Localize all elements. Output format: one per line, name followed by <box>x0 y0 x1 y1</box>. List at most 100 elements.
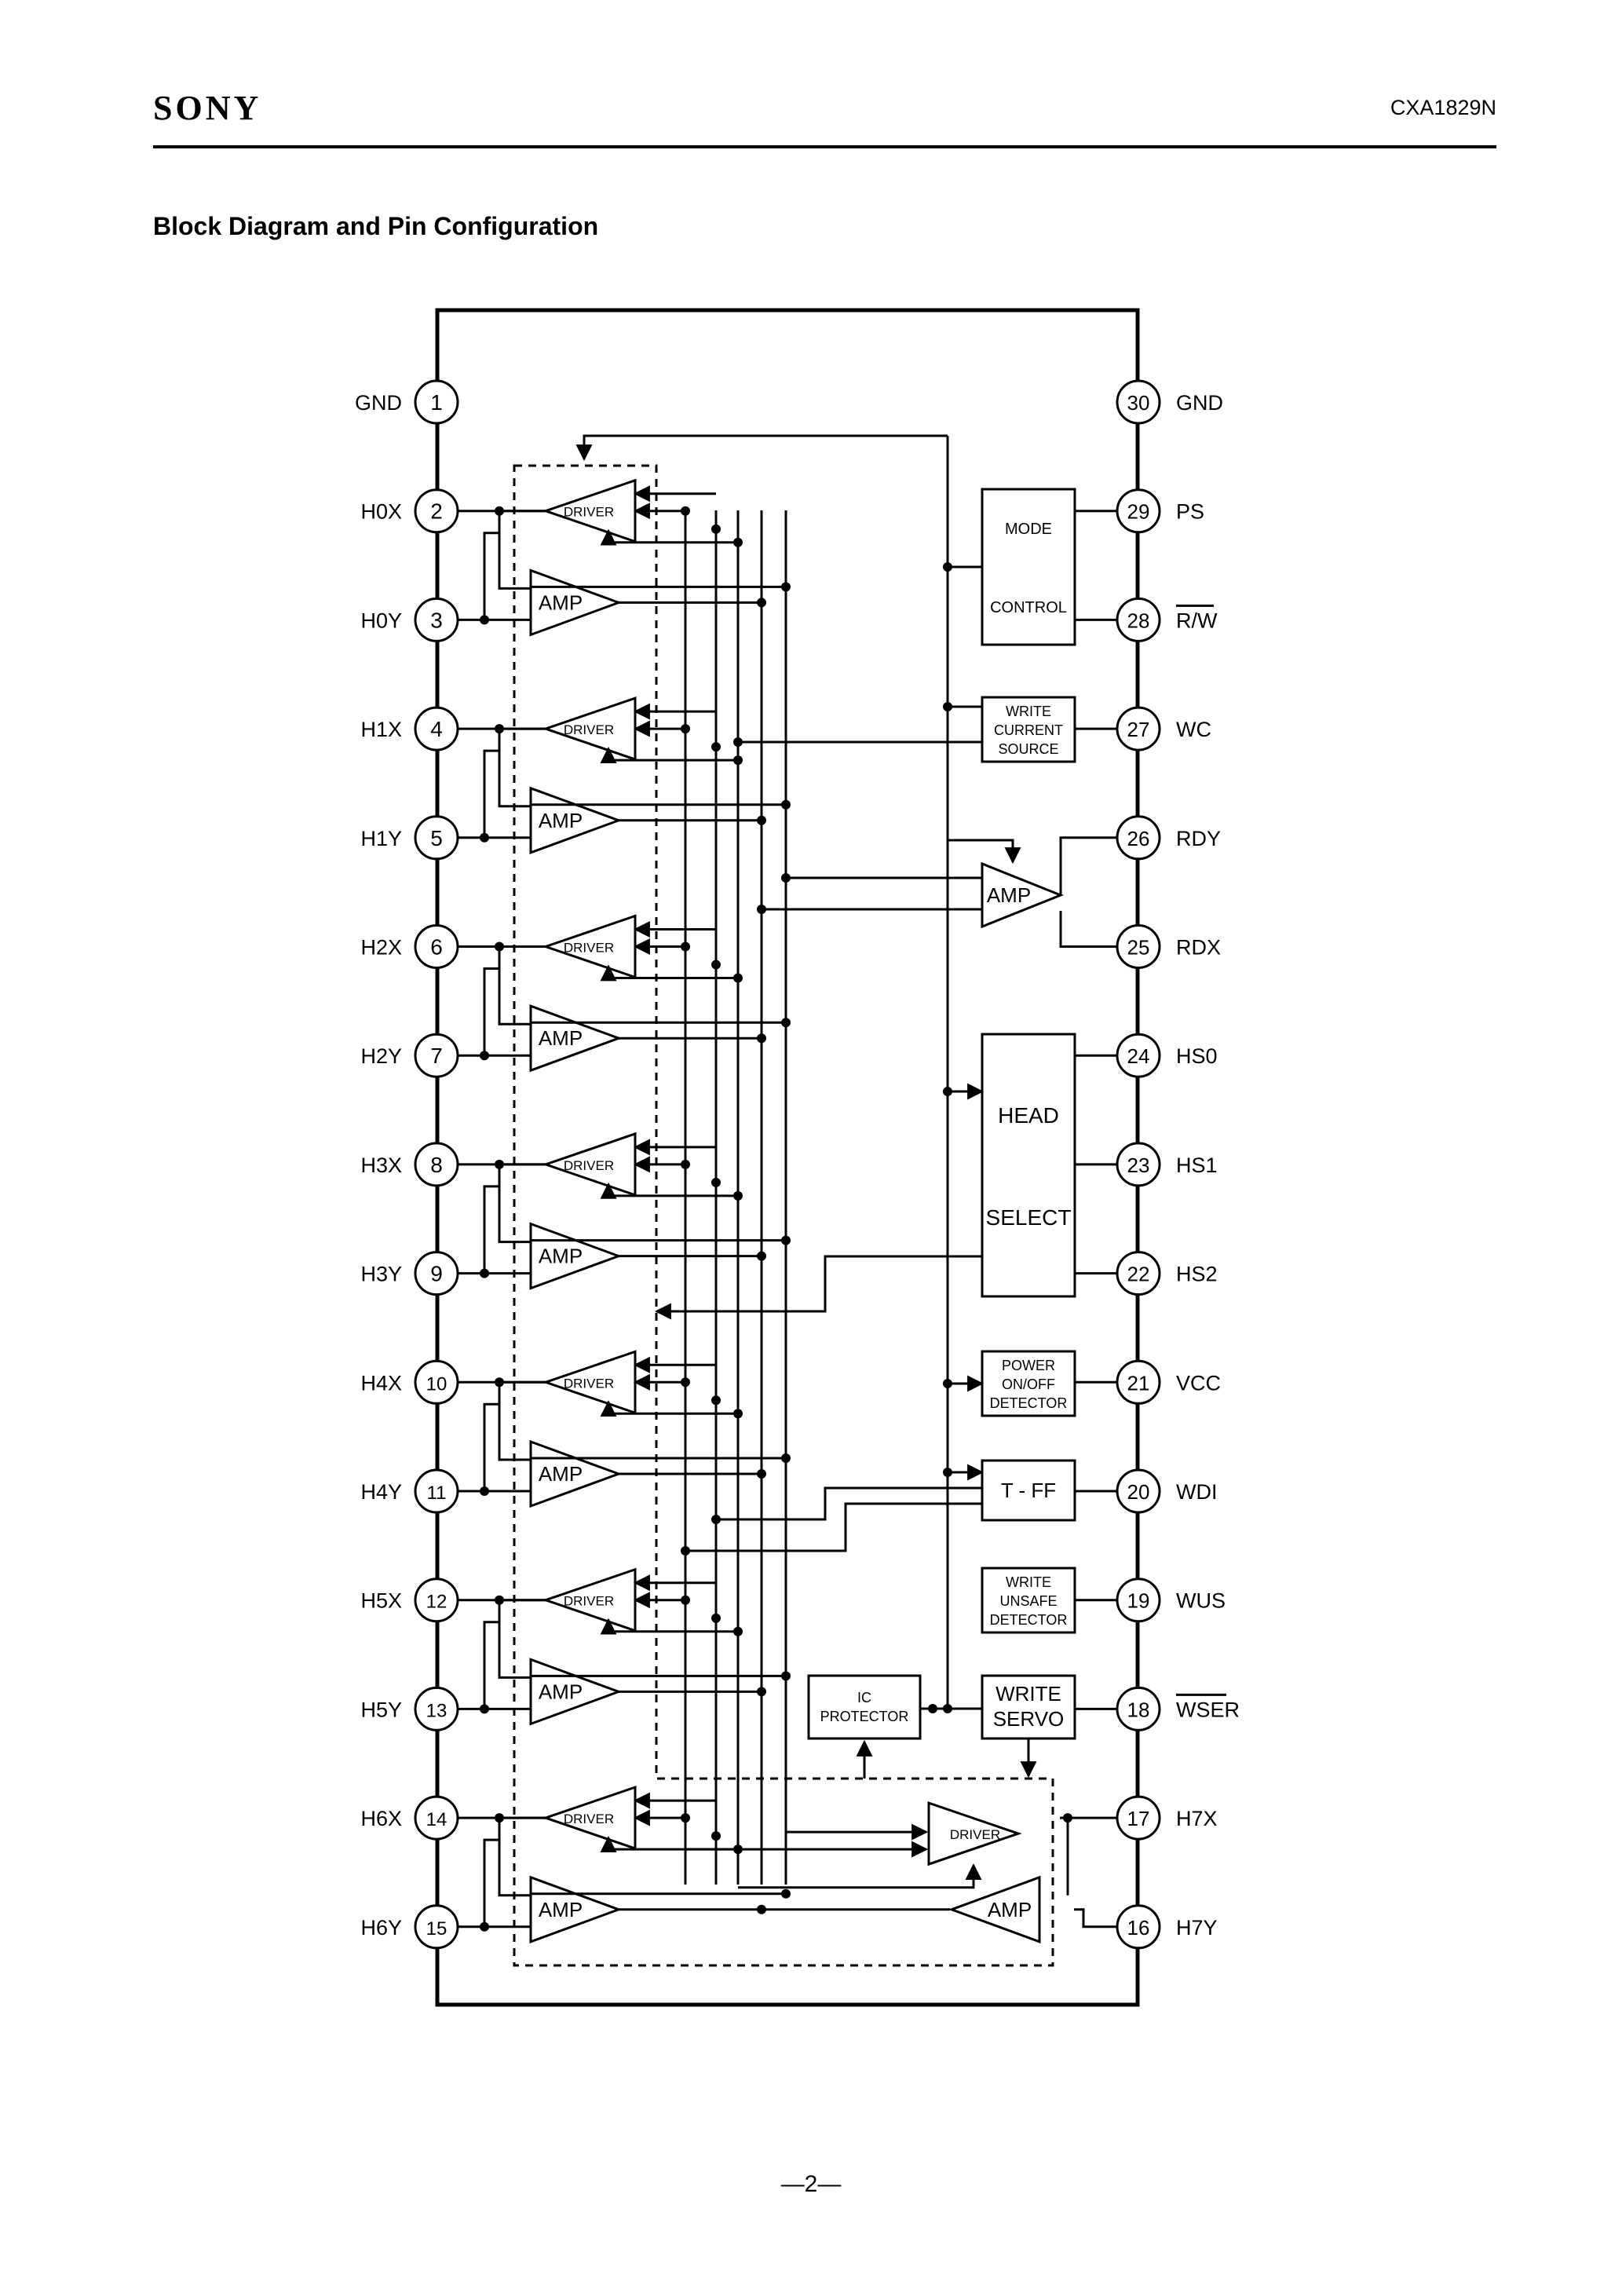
power-line-1: POWER <box>1002 1358 1055 1373</box>
control-label: CONTROL <box>990 599 1067 616</box>
junction-dot <box>711 960 721 970</box>
pin-name: H0Y <box>360 609 402 632</box>
junction-dot <box>733 1190 743 1201</box>
pin-name: GND <box>355 391 402 415</box>
feed-wire <box>483 1838 499 1927</box>
pin-name: H1X <box>360 718 402 741</box>
ic-protector-block <box>807 1674 922 1740</box>
junction-dot <box>681 1595 690 1605</box>
pin-number: 6 <box>430 935 443 960</box>
pin-name: HS2 <box>1176 1263 1218 1286</box>
junction-dot <box>711 742 721 752</box>
driver-label: DRIVER <box>564 941 614 956</box>
pin-name: H7Y <box>1176 1916 1218 1940</box>
ic-line-2: PROTECTOR <box>820 1709 909 1724</box>
write-unsafe-detector-block <box>981 1567 1076 1634</box>
control-to-drivers <box>575 434 948 462</box>
junction-dot <box>781 1018 791 1028</box>
pin-number: 14 <box>426 1809 448 1830</box>
amp-label: AMP <box>987 883 1031 907</box>
feed-wire <box>483 1185 499 1274</box>
amp-label: AMP <box>539 1026 583 1050</box>
pin-number: 12 <box>426 1592 448 1613</box>
wcs-line-3: SOURCE <box>998 741 1058 757</box>
junction-dot <box>681 724 690 734</box>
pin-name: H4X <box>360 1371 402 1395</box>
mode-control-block <box>981 488 1076 646</box>
junction-dot <box>733 755 743 766</box>
junction-dot <box>711 1177 721 1187</box>
pin-name: GND <box>1176 391 1223 415</box>
feed-wire <box>498 1164 531 1244</box>
pin-number: 28 <box>1127 609 1150 632</box>
junction-dot <box>757 1687 766 1697</box>
driver-ctrl <box>600 746 738 763</box>
driver-label: DRIVER <box>564 722 614 737</box>
pin-number: 18 <box>1127 1698 1150 1721</box>
pin-name: H4Y <box>360 1480 402 1504</box>
pin-number: 21 <box>1127 1371 1150 1395</box>
feed-wire <box>498 1818 531 1897</box>
junction-dot <box>781 582 791 592</box>
pin-number: 5 <box>430 826 443 850</box>
pin-name: VCC <box>1176 1371 1221 1395</box>
driver-label: DRIVER <box>564 505 614 520</box>
page-number: —2— <box>780 2171 842 2197</box>
pin-30 <box>1116 379 1161 425</box>
feed-wire <box>483 1402 499 1491</box>
junction-dot <box>711 1613 721 1623</box>
pin-number: 15 <box>426 1918 448 1940</box>
feed-wire <box>483 749 499 838</box>
diagram-generated-elements: 1GND2H0X3H0Y4H1X5H1Y6H2X7H2Y8H3X9H3Y10H4… <box>355 379 1240 1950</box>
block-pin-wire <box>1073 1380 1117 1384</box>
junction-dot <box>681 1813 690 1823</box>
pin-number: 20 <box>1127 1480 1150 1504</box>
write-current-source-block <box>981 696 1076 763</box>
amp-label: AMP <box>988 1898 1032 1921</box>
junction-dot <box>711 1515 721 1524</box>
junction-dot <box>757 598 766 608</box>
pin-name: RDX <box>1176 936 1221 960</box>
pin-name: H5X <box>360 1589 402 1613</box>
driver-ctrl <box>600 964 738 982</box>
select-label: SELECT <box>986 1205 1072 1230</box>
pin-number: 17 <box>1127 1807 1150 1830</box>
junction-dot <box>733 1626 743 1636</box>
pin-number: 1 <box>430 390 443 415</box>
pin-number: 25 <box>1127 936 1150 960</box>
wus-line-2: UNSAFE <box>999 1593 1057 1609</box>
junction-dot <box>781 1888 791 1899</box>
pin-number: 26 <box>1127 827 1150 850</box>
amp-label: AMP <box>539 809 583 832</box>
junction-dot <box>757 1469 766 1479</box>
pin-number: 29 <box>1127 500 1150 524</box>
pin-name: HS0 <box>1176 1044 1218 1068</box>
feed-wire <box>498 510 531 590</box>
junction-dot <box>681 1546 690 1556</box>
power-line-2: ON/OFF <box>1002 1377 1055 1392</box>
pin-number: 22 <box>1127 1263 1150 1286</box>
pin-number: 16 <box>1127 1916 1150 1940</box>
pin-name: WSER <box>1176 1698 1240 1721</box>
pin-number: 4 <box>430 717 443 741</box>
tff-output <box>716 1486 982 1521</box>
junction-dot <box>757 905 766 914</box>
amp-7 <box>948 1875 1041 1943</box>
junction-dot <box>681 1159 690 1169</box>
sony-logo: SONY <box>153 89 262 127</box>
write-servo-block <box>981 1674 1076 1740</box>
driver-label: DRIVER <box>564 1158 614 1173</box>
driver-ctrl <box>600 1182 738 1199</box>
feed-wire <box>483 967 499 1056</box>
head-label: HEAD <box>998 1103 1059 1128</box>
junction-dot <box>781 799 791 810</box>
wcs-line-2: CURRENT <box>994 722 1063 738</box>
section-title: Block Diagram and Pin Configuration <box>153 212 599 240</box>
pin-name: H2Y <box>360 1044 402 1068</box>
pin-number: 7 <box>430 1044 443 1068</box>
feed-wire <box>483 532 499 620</box>
junction-dot <box>733 537 743 547</box>
feed-wire <box>498 1600 531 1679</box>
driver-ctrl <box>738 1863 982 1889</box>
